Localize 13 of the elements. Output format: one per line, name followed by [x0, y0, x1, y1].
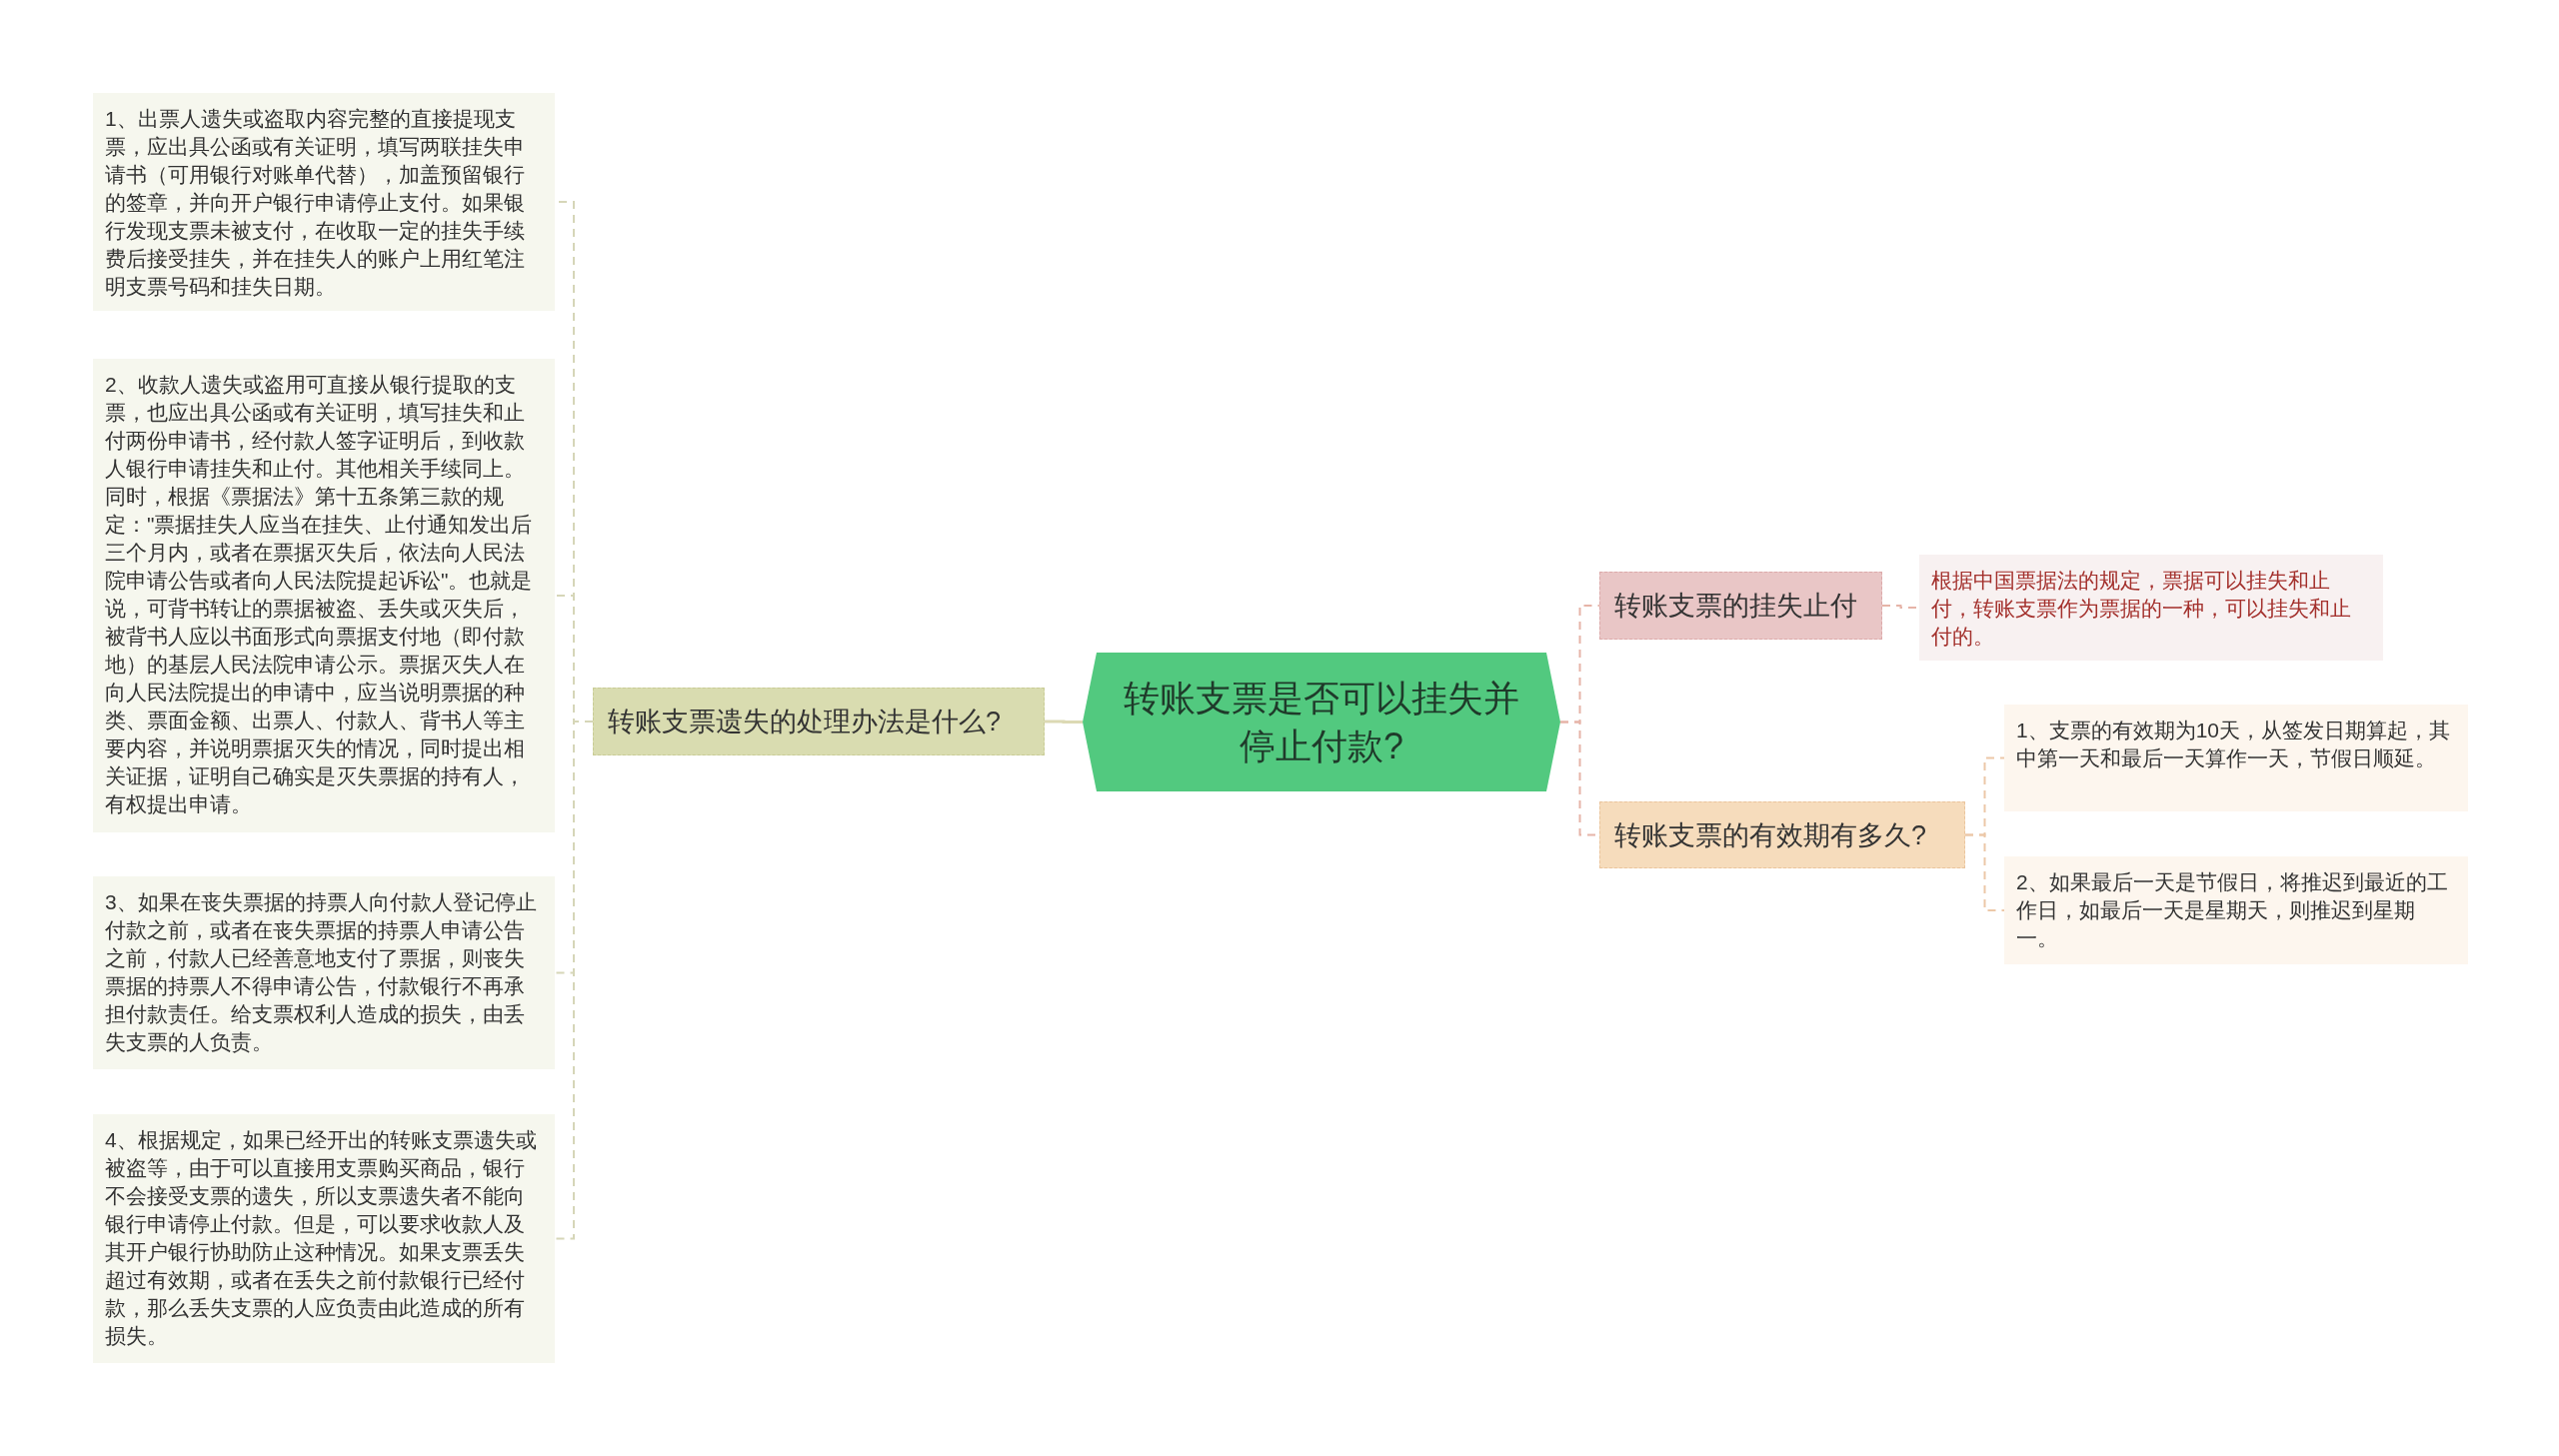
connector-line [1964, 833, 2005, 911]
note-box: 1、出票人遗失或盗取内容完整的直接提现支票，应出具公函或有关证明，填写两联挂失申请书（可用银行对账单代替），加盖预留银行的签章，并向开户银行申请停止支付。如果银行发现支票未被支付，在收取一定的挂失手续费后接受挂失，并在挂失人的账户上用红笔注明支票号码和挂失日期。 [93, 93, 555, 311]
topic-box: 转账支票的有效期有多久? [1599, 801, 1965, 868]
note-box: 1、支票的有效期为10天，从签发日期算起，其中第一天和最后一天算作一天，节假日顺延。 [2004, 705, 2468, 811]
connector-line [1045, 720, 1083, 724]
topic-box: 转账支票的挂失止付 [1599, 572, 1882, 640]
note-box: 3、如果在丧失票据的持票人向付款人登记停止付款之前，或者在丧失票据的持票人申请公告之前，付款人已经善意地支付了票据，则丧失票据的持票人不得申请公告，付款银行不再承担付款责任。给支票权利人造成的损失，由丢失支票的人负责。 [93, 876, 555, 1069]
note-box: 4、根据规定，如果已经开出的转账支票遗失或被盗等，由于可以直接用支票购买商品，银行不会接受支票的遗失，所以支票遗失者不能向银行申请停止付款。但是，可以要求收款人及其开户银行协助防止这种情况。如果支票丢失超过有效期，或者在丢失之前付款银行已经付款，那么丢失支票的人应负责由此造成的所有损失。 [93, 1114, 555, 1363]
note-box: 2、如果最后一天是节假日，将推迟到最近的工作日，如最后一天是星期天，则推迟到星期一。 [2004, 856, 2468, 964]
topic-hexagon: 转账支票是否可以挂失并停止付款? [1083, 653, 1560, 791]
note-box: 2、收款人遗失或盗用可直接从银行提取的支票，也应出具公函或有关证明，填写挂失和止付两份申请书，经付款人签字证明后，到收款人银行申请挂失和止付。其他相关手续同上。同时，根据《票据法》第十五条第三款的规定："票据挂失人应当在挂失、止付通知发出后三个月内，或者在票据灭失后，依法向人民法院申请公告或者向人民法院提起诉讼"。也就是说，可背书转让的票据被盗、丢失或灭失后，被背书人应以书面形式向票据支付地（即付款地）的基层人民法院申请公示。票据灭失人在向人民法院提出的申请中，应当说明票据的种类、票面金额、出票人、付款人、背书人等主要内容，并说明票据灭失的情况，同时提出相关证据，证明自己确实是灭失票据的持有人，有权提出申请。 [93, 359, 555, 832]
note-box: 根据中国票据法的规定，票据可以挂失和止付，转账支票作为票据的一种，可以挂失和止付的。 [1919, 555, 2383, 661]
topic-box: 转账支票遗失的处理办法是什么? [593, 688, 1045, 755]
